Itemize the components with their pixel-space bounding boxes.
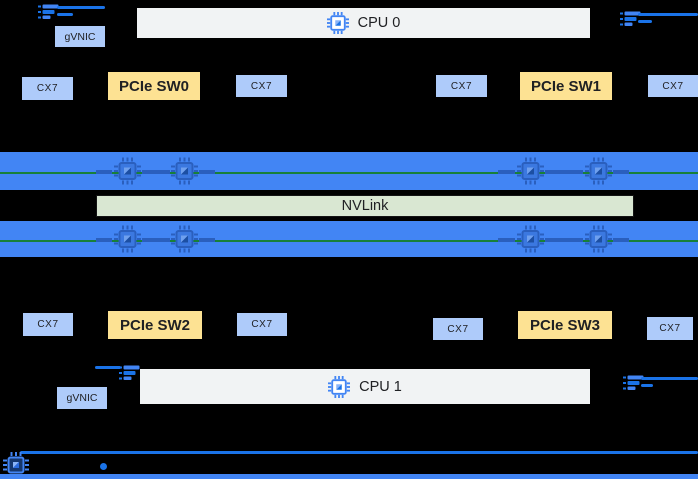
chip-icon xyxy=(328,375,351,398)
gpu-connector xyxy=(199,238,215,242)
cx7-nic-box: CX7 xyxy=(433,318,483,340)
cx7-nic-box: CX7 xyxy=(436,75,487,97)
gpu-chip-icon xyxy=(517,157,544,185)
network-link-line xyxy=(638,20,652,23)
gpu-connector xyxy=(613,170,629,174)
gpu-chip-icon xyxy=(114,157,141,185)
interconnect-line xyxy=(0,172,698,174)
gpu-connector xyxy=(96,238,112,242)
gpu-chip-icon xyxy=(171,225,198,253)
gpu-connector xyxy=(498,170,515,174)
gpu-connector xyxy=(142,238,170,242)
link-dot xyxy=(100,463,107,470)
network-link-line xyxy=(20,451,698,454)
gpu-chip-icon xyxy=(114,225,141,253)
network-interface-icon xyxy=(38,3,60,23)
gpu-chip-icon xyxy=(171,157,198,185)
gpu-connector xyxy=(545,238,583,242)
cx7-nic-box: CX7 xyxy=(236,75,287,97)
network-link-line xyxy=(638,13,698,16)
gpu-connector xyxy=(545,170,583,174)
gvnic-box: gVNIC xyxy=(55,26,105,47)
gpu-connector xyxy=(498,238,515,242)
cpu0-box: CPU 0 xyxy=(137,8,590,38)
gpu-connector xyxy=(199,170,215,174)
network-interface-icon xyxy=(119,364,141,384)
gpu-connector xyxy=(96,170,112,174)
gpu-connector xyxy=(142,170,170,174)
network-link-line xyxy=(641,384,653,387)
cpu1-box: CPU 1 xyxy=(140,369,590,404)
pcie-switch-box: PCIe SW0 xyxy=(108,72,200,100)
network-link-line xyxy=(95,366,121,369)
cx7-nic-box: CX7 xyxy=(22,77,73,100)
gpu-chip-icon xyxy=(585,157,612,185)
cx7-nic-box: CX7 xyxy=(237,313,287,336)
cpu0-label: CPU 0 xyxy=(357,15,401,31)
cx7-nic-box: CX7 xyxy=(648,75,698,97)
network-interface-icon xyxy=(623,374,645,394)
bottom-band-edge xyxy=(0,474,698,479)
network-link-line xyxy=(57,6,105,9)
pcie-switch-box: PCIe SW1 xyxy=(520,72,612,100)
gpu-connector xyxy=(613,238,629,242)
pcie-switch-box: PCIe SW3 xyxy=(518,311,612,339)
gvnic-box: gVNIC xyxy=(57,387,107,409)
chip-icon xyxy=(326,12,349,34)
pcie-switch-box: PCIe SW2 xyxy=(108,311,202,339)
nvlink-bus: NVLink xyxy=(96,195,634,217)
gpu-chip-icon xyxy=(517,225,544,253)
network-interface-icon xyxy=(620,10,642,30)
cpu1-label: CPU 1 xyxy=(359,378,402,395)
network-link-line xyxy=(641,377,698,380)
network-link-line xyxy=(57,13,73,16)
interconnect-line xyxy=(0,240,698,242)
cx7-nic-box: CX7 xyxy=(647,317,693,340)
gpu-chip-icon xyxy=(585,225,612,253)
cx7-nic-box: CX7 xyxy=(23,313,73,336)
